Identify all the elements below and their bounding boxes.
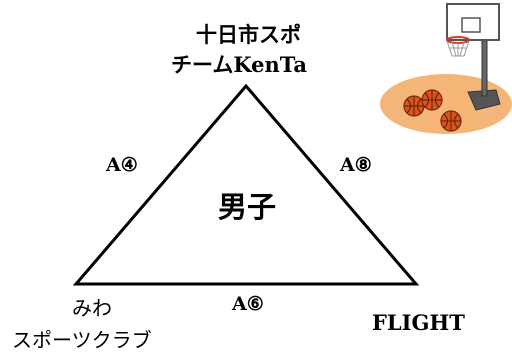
team-top-line-1: 十日市スポ [196,22,301,47]
basketball-3 [440,110,462,132]
matchup-triangle [72,83,420,286]
venue-right-edge: A⑧ [340,154,372,176]
team-bottom-left-line-1: みわ [72,296,112,320]
backboard [446,3,500,41]
basketball-illustration [380,3,512,134]
venue-bottom-edge: A⑥ [232,293,264,315]
team-top-line-2: チームKenTa [171,52,308,77]
basketball-2 [421,89,443,111]
center-label: 男子 [218,190,277,224]
team-bottom-left-line-2: スポーツクラブ [12,328,152,352]
basketball-1 [403,95,425,117]
team-bottom-right: FLIGHT [372,310,465,335]
venue-left-edge: A④ [106,154,138,176]
hoop-net [446,40,470,57]
